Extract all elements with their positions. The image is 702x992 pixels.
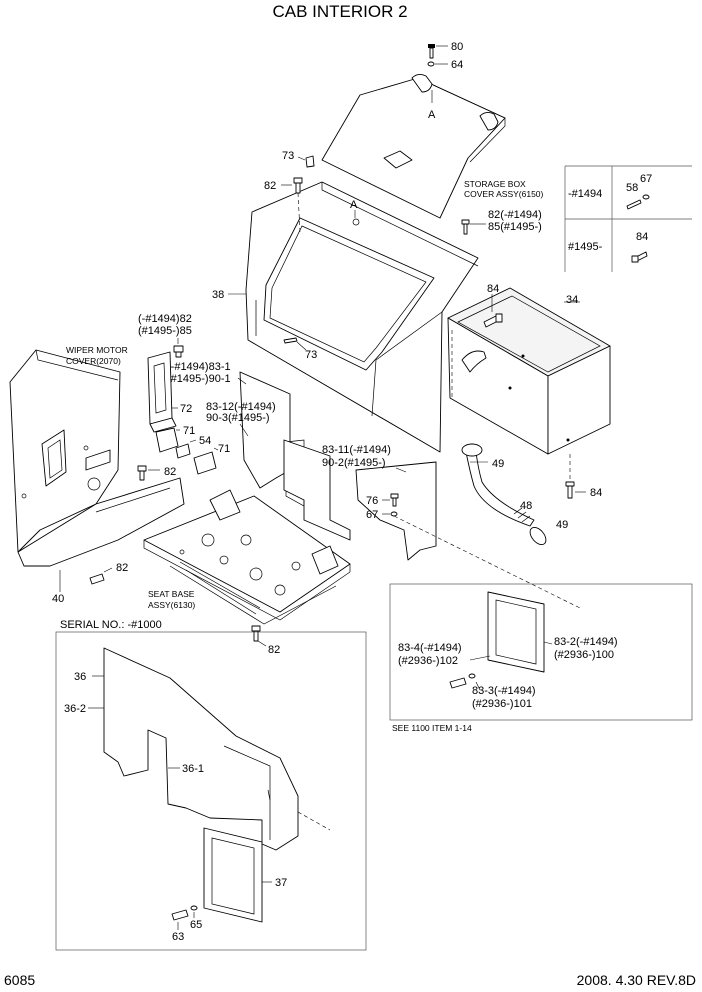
wiper-note-1: WIPER MOTOR — [66, 345, 128, 355]
callout-83-4-line1: 83-4(-#1494) — [398, 642, 462, 654]
cab-rear-panel: A — [245, 181, 479, 453]
callout-71-left: 71 — [183, 425, 195, 437]
wiper-note-2: COVER(2070) — [66, 356, 121, 366]
knob-71-left: 71 — [155, 425, 195, 453]
page-title: CAB INTERIOR 2 — [272, 2, 407, 21]
bolt-82-top: 82 — [264, 177, 303, 233]
callout-83-3-line2: (#2936-)101 — [472, 698, 532, 710]
page-number: 6085 — [4, 972, 35, 988]
callout-83-1-line1: (-#1494)83-1 — [167, 361, 231, 373]
bolt-82-85: 82(-#1494) 85(#1495-) — [461, 209, 542, 235]
serial-box — [55, 631, 367, 951]
screw-82-85-left — [173, 338, 184, 358]
trim-bracket-left — [239, 371, 351, 541]
callout-83-2-line1: 83-2(-#1494) — [554, 636, 618, 648]
pin-73-lower: 73 — [283, 337, 317, 361]
callout-65: 65 — [190, 919, 202, 931]
callout-34: 34 — [566, 294, 578, 306]
bolt-82-wiper-top: 82 — [137, 465, 176, 481]
bolt-76: 76 — [366, 493, 399, 507]
variant-table: -#1494 #1495- 58 67 84 — [564, 165, 692, 272]
callout-48: 48 — [520, 500, 532, 512]
letter-a-top: A — [428, 109, 436, 121]
callout-38: 38 — [212, 289, 224, 301]
bolt-80: 80 — [428, 41, 463, 59]
table-serial-2: #1495- — [568, 241, 603, 253]
storage-box — [447, 287, 611, 455]
knob-54: 54 — [175, 435, 211, 459]
callout-80: 80 — [451, 41, 463, 53]
callout-84-top: 84 — [487, 283, 499, 295]
callout-76: 76 — [366, 495, 378, 507]
callout-40: 40 — [52, 593, 64, 605]
callout-72: 72 — [180, 403, 192, 415]
callout-82-wiper-bottom: 82 — [116, 562, 128, 574]
washer-67: 67 — [366, 509, 398, 521]
seat-base-note-2: ASSY(6130) — [148, 600, 195, 610]
letter-a-mid: A — [350, 199, 358, 211]
callout-82-seat: 82 — [268, 644, 280, 656]
storage-box-cover-note-1: STORAGE BOX — [464, 179, 526, 189]
callout-83-12-line2: 90-3(#1495-) — [206, 412, 270, 424]
callout-82-85-left-line2: (#1495-)85 — [138, 325, 192, 337]
switch-panel-72: 72 — [147, 351, 192, 433]
knob-71-right: 71 — [193, 443, 230, 475]
callout-36-2: 36-2 — [64, 703, 86, 715]
wiper-motor-cover — [9, 349, 185, 567]
trim-bracket-right — [355, 461, 437, 561]
callout-83-1-line2: (#1495-)90-1 — [167, 373, 231, 385]
table-callout-84: 84 — [636, 231, 648, 243]
callout-49-lower: 49 — [556, 519, 568, 531]
callout-82-85-line2: 85(#1495-) — [488, 221, 542, 233]
callout-82-top: 82 — [264, 180, 276, 192]
revision-date: 2008. 4.30 REV.8D — [577, 972, 696, 988]
serial-label: SERIAL NO.: -#1000 — [60, 619, 162, 631]
callout-84-lower: 84 — [590, 487, 602, 499]
storage-box-cover: A — [321, 73, 506, 219]
callout-64: 64 — [451, 59, 463, 71]
callout-63: 63 — [172, 931, 184, 943]
drain-hose — [461, 443, 547, 546]
callout-82-wiper-top: 82 — [164, 466, 176, 478]
seat-base — [143, 489, 351, 625]
callout-82-85-left-line1: (-#1494)82 — [138, 313, 192, 325]
callout-73-lower: 73 — [305, 349, 317, 361]
table-callout-58: 58 — [626, 182, 638, 194]
callout-37: 37 — [275, 877, 287, 889]
table-serial-1: -#1494 — [568, 188, 602, 200]
storage-box-cover-note-2: COVER ASSY(6150) — [464, 189, 544, 199]
bolt-82-seat: 82 — [251, 625, 280, 656]
callout-54: 54 — [199, 435, 211, 447]
pin-73: 73 — [282, 150, 315, 168]
callout-83-11-line1: 83-11(-#1494) — [322, 444, 391, 456]
washer-64: 64 — [427, 59, 463, 71]
see-item-note: SEE 1100 ITEM 1-14 — [392, 723, 472, 733]
callout-36-1: 36-1 — [182, 763, 204, 775]
callout-82-85-line1: 82(-#1494) — [488, 209, 542, 221]
callout-36: 36 — [74, 671, 86, 683]
callout-83-3-line1: 83-3(-#1494) — [472, 685, 536, 697]
callout-67: 67 — [366, 509, 378, 521]
callout-49-upper: 49 — [492, 458, 504, 470]
callout-83-11-line2: 90-2(#1495-) — [322, 457, 386, 469]
callout-83-2-line2: (#2936-)100 — [554, 649, 614, 661]
callout-83-12-line1: 83-12(-#1494) — [206, 401, 276, 413]
callout-71-right: 71 — [218, 443, 230, 455]
callout-73-top: 73 — [282, 150, 294, 162]
bolt-84-lower: 84 — [565, 454, 602, 499]
bolt-84-top: 84 — [483, 283, 503, 328]
table-callout-67: 67 — [640, 173, 652, 185]
bolt-82-wiper-bottom: 82 — [89, 562, 128, 585]
seat-base-note-1: SEAT BASE — [148, 589, 195, 599]
callout-83-4-line2: (#2936-)102 — [398, 655, 458, 667]
detail-box — [389, 583, 693, 721]
